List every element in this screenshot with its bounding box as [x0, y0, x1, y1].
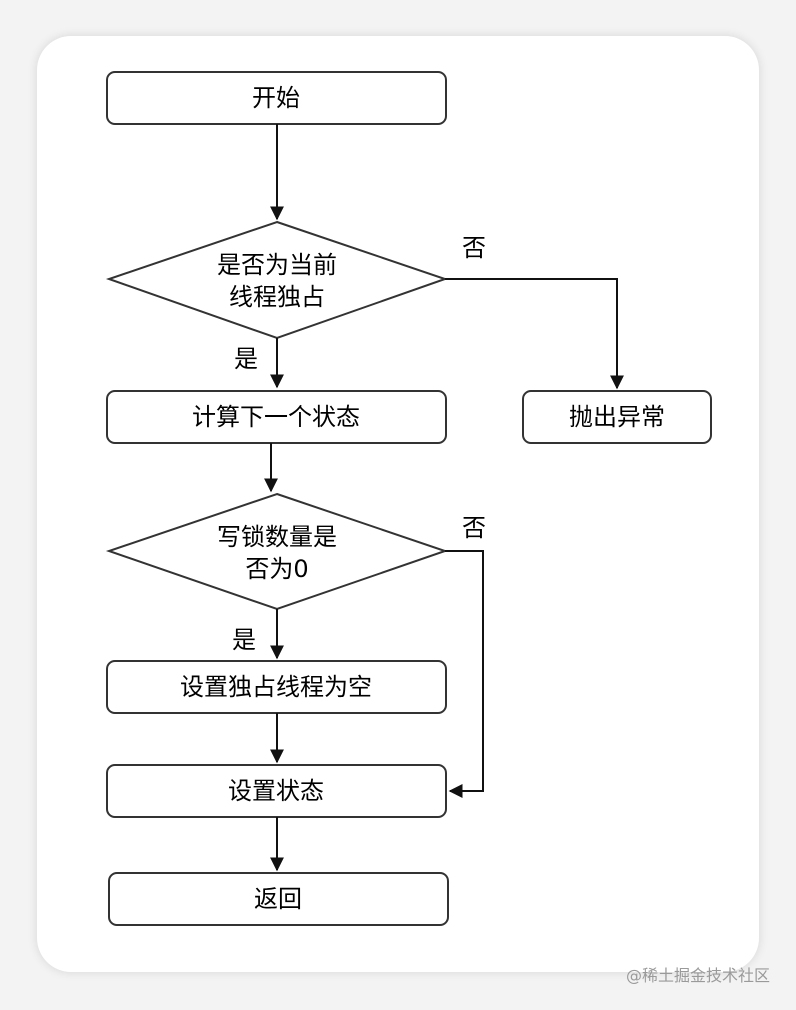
owner-yes-label: 是: [234, 345, 258, 373]
compute-state-label: 计算下一个状态: [192, 403, 360, 431]
lock-check-diamond: [105, 492, 449, 611]
edge-owner-no: [445, 278, 624, 390]
start-label: 开始: [252, 84, 300, 112]
compute-state-box: [106, 390, 447, 444]
edge-lock-no: [445, 550, 484, 798]
owner-check-label-line1: 是否为当前: [217, 251, 337, 279]
lock-no-label: 否: [462, 514, 486, 542]
lock-check-label-line1: 写锁数量是: [217, 523, 337, 551]
set-state-label: 设置状态: [228, 777, 324, 805]
throw-exception-box: [522, 390, 712, 444]
clear-owner-label: 设置独占线程为空: [180, 673, 372, 701]
return-label: 返回: [254, 885, 302, 913]
owner-no-label: 否: [462, 234, 486, 262]
owner-check-label-line2: 线程独占: [229, 283, 325, 311]
watermark-text: @稀土掘金技术社区: [625, 966, 770, 985]
throw-exception-label: 抛出异常: [569, 403, 665, 431]
owner-check-diamond: [105, 220, 449, 340]
return-box: [108, 872, 449, 926]
lock-yes-label: 是: [232, 626, 256, 654]
lock-check-label-line2: 否为0: [245, 555, 308, 583]
